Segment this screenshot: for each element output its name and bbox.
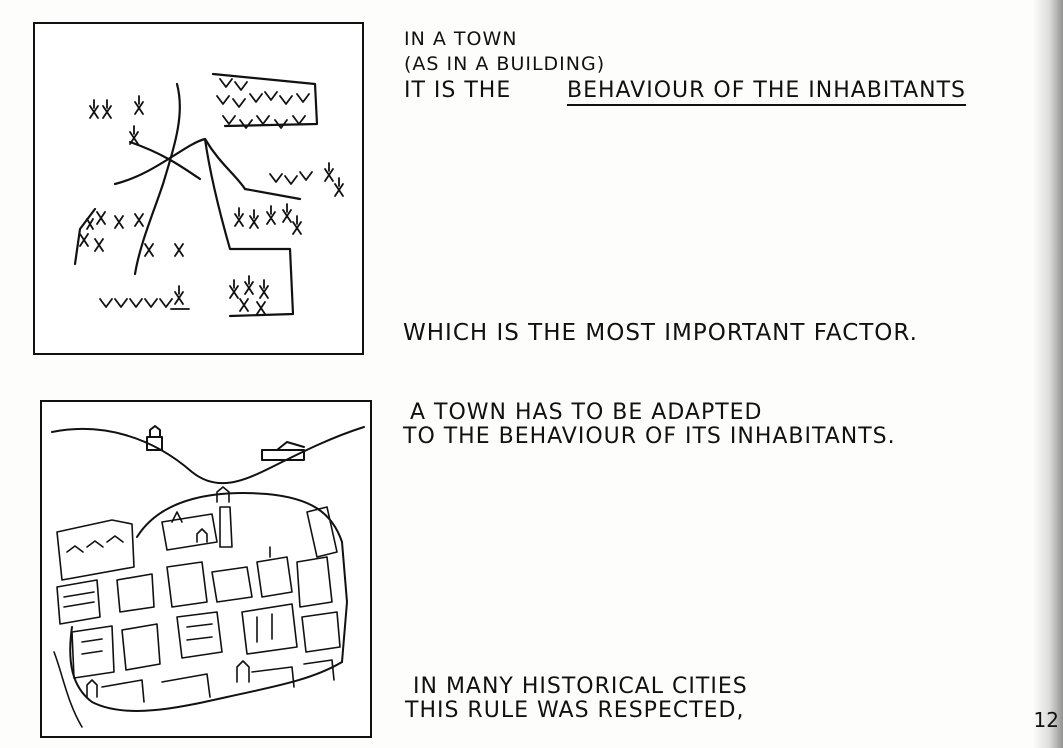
page-edge-shadow xyxy=(1033,0,1063,748)
town-behaviour-sketch xyxy=(33,22,364,355)
panel-1-line-1: IN A TOWN xyxy=(404,28,518,50)
historical-city-drawing xyxy=(40,400,372,738)
panel-1-footer: WHICH IS THE MOST IMPORTANT FACTOR. xyxy=(403,320,918,346)
panel-1-line-2: (AS IN A BUILDING) xyxy=(404,53,606,75)
panel-1-line-4: BEHAVIOUR OF THE INHABITANTS xyxy=(567,80,967,106)
panel-2-footer-2: THIS RULE WAS RESPECTED, xyxy=(405,698,745,723)
panel-1-line-3: IT IS THE xyxy=(404,78,512,103)
panel-2-line-2: TO THE BEHAVIOUR OF ITS INHABITANTS. xyxy=(403,424,896,449)
page-number: 12 xyxy=(1033,708,1059,732)
sketch-drawing xyxy=(73,72,344,318)
city-drawing xyxy=(51,425,365,728)
panel-2-line-1: A TOWN HAS TO BE ADAPTED xyxy=(410,400,763,425)
panel-2-footer-1: IN MANY HISTORICAL CITIES xyxy=(413,674,748,699)
